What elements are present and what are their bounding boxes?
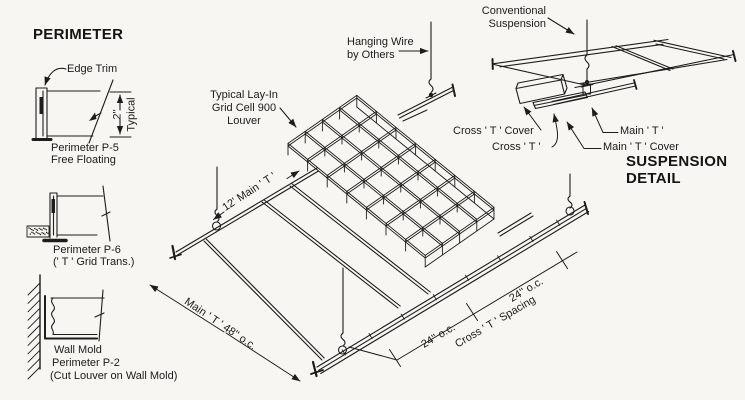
conventional-line1: Conventional [481,5,546,17]
grid-frame-drawing [169,166,590,378]
louver-grid-drawing [287,94,495,268]
louver-callout: Typical Lay-In Grid Cell 900 Louver [198,89,290,128]
suspension-detail-heading-line1: SUSPENSION [626,153,728,170]
conventional-line2: Suspension [488,17,547,30]
p5-caption-line2: Free Floating [51,154,116,166]
p5-dim-note: Typical [125,97,138,132]
p5-detail-drawing [31,67,132,144]
cross-t-label: Cross ' T ' [492,141,541,153]
hanging-wire-line1: Hanging Wire [347,36,414,48]
hanging-wire-drawing [397,21,456,122]
cross-t-cover-label: Cross ' T ' Cover [453,125,534,137]
conventional-suspension-callout: Conventional Suspension [472,5,546,31]
p6-caption-line2: (' T ' Grid Trans.) [53,256,135,268]
louver-callout-line3: Louver [227,114,261,127]
louver-leader [279,107,297,128]
p5-caption-line1: Perimeter P-5 [51,142,119,154]
louver-callout-line2: Grid Cell 900 [211,101,277,114]
suspension-detail-heading: SUSPENSION DETAIL [626,153,728,188]
hanging-wire-callout: Hanging Wire by Others [347,36,414,62]
suspension-detail-heading-line2: DETAIL [626,169,681,187]
p6-caption-line1: Perimeter P-6 [53,244,121,256]
p5-dim-value: 2'' [111,109,124,120]
wall-mold-label: Wall Mold [54,344,102,356]
p2-caption-line2: (Cut Louver on Wall Mold) [50,370,178,382]
p6-detail-drawing [26,185,111,243]
main-t-cover-label: Main ' T ' Cover [603,141,679,153]
beam-tick-marks [341,219,561,356]
hanging-wire-line2: by Others [347,48,395,61]
edge-trim-label: Edge Trim [67,63,118,75]
dimension-lines [149,170,578,382]
stipple-texture [28,227,49,236]
suspension-detail-drawing [491,17,737,149]
main-t-label: Main ' T ' [620,125,664,137]
p2-caption-line1: Perimeter P-2 [52,357,120,369]
louver-callout-line1: Typical Lay-In [210,89,278,101]
perimeter-heading: PERIMETER [33,26,124,43]
wall-hatch-lines [27,282,41,380]
wall-mold-detail-drawing [27,274,105,380]
